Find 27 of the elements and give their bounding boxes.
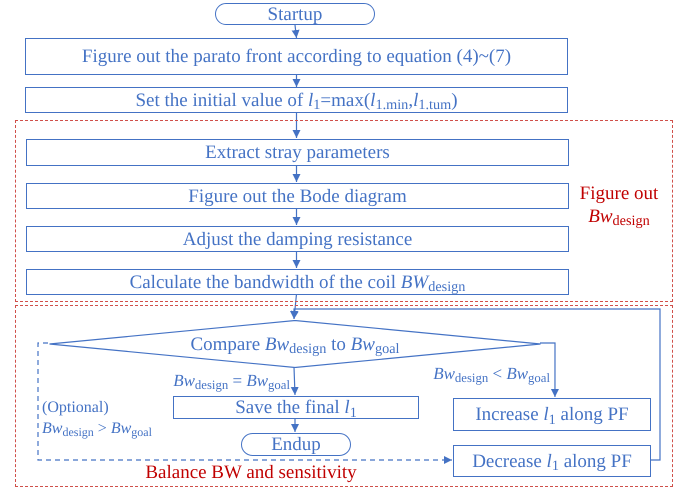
process-box: Save the final l$_{1}$ [173, 396, 419, 419]
arrow [290, 308, 661, 461]
arrow [292, 113, 300, 138]
arrow [291, 418, 299, 432]
group-frame [15, 120, 673, 302]
arrow [37, 342, 452, 464]
group-title: Balance BW and sensitivity [144, 462, 358, 485]
process-box: Decrease l$_{1}$ along PF [453, 445, 651, 477]
process-box: Set the initial value of l$_{1}$=max(l$_{1.min}$,l$_{1.tum}$) [25, 87, 568, 113]
process-box: Calculate the bandwidth of the coil BW$_{design}$ [26, 269, 569, 295]
arrow [290, 294, 299, 320]
arrow [290, 366, 299, 396]
process-box: Figure out the parato front according to equation (4)~(7) [25, 38, 568, 75]
arrow [292, 208, 300, 225]
process-box: Figure out the Bode diagram [26, 183, 569, 209]
process-box: Increase l$_{1}$ along PF [453, 398, 651, 431]
arrow [292, 24, 300, 38]
terminal-box: Endup [241, 433, 351, 456]
decision-diamond: Compare Bw$_{design}$ to Bw$_{goal}$ [49, 320, 541, 368]
arrow [540, 342, 559, 397]
group-title: Figure out Bw$_{design}$ [578, 183, 660, 229]
terminal-box: Startup [215, 3, 375, 25]
arrow [292, 165, 300, 182]
process-box: Extract stray parameters [26, 139, 569, 166]
arrow [292, 75, 300, 87]
process-box: Adjust the damping resistance [26, 226, 569, 252]
arrow [292, 251, 300, 268]
